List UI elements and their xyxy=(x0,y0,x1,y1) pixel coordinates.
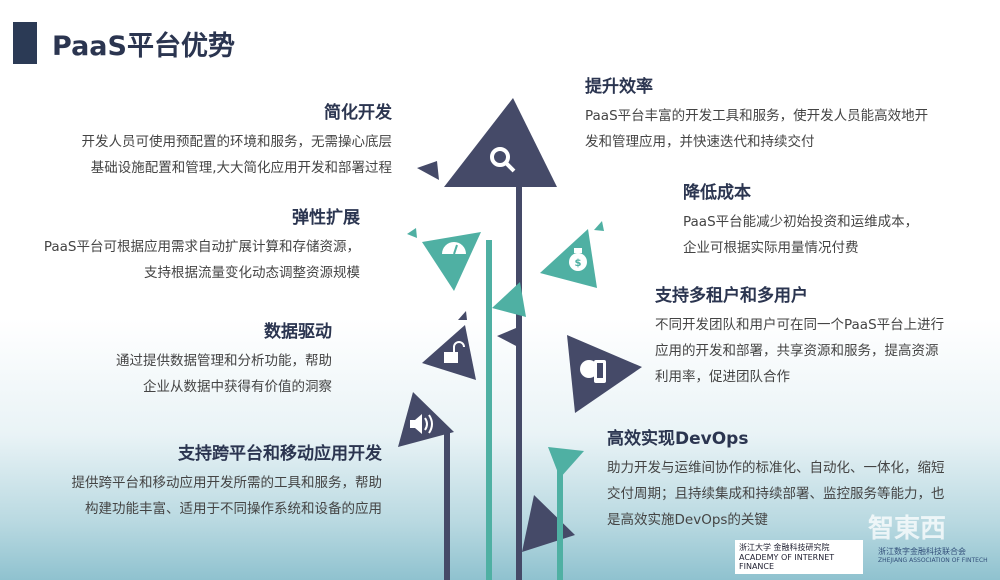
flag-money xyxy=(540,229,597,288)
speaker-icon xyxy=(410,414,433,434)
search-icon xyxy=(490,147,516,173)
benefit-simplify: 简化开发 开发人员可使用预配置的环境和服务，无需操心底层 基础设施配置和管理,大… xyxy=(82,98,393,181)
text: 交付周期；且持续集成和持续部署、监控服务等能力，也 xyxy=(607,486,945,502)
flag-search xyxy=(444,98,557,187)
flag-pole xyxy=(492,282,526,317)
benefit-elastic: 弹性扩展 PaaS平台可根据应用需求自动扩展计算和存储资源， 支持根据流量变化动… xyxy=(44,203,360,286)
pole xyxy=(557,470,563,580)
flag-bottom xyxy=(522,495,575,552)
gear-mobile-icon xyxy=(580,360,606,383)
flag-small xyxy=(594,221,604,231)
watermark: 智東西 xyxy=(868,514,947,544)
text: 不同开发团队和用户可在同一个PaaS平台上进行 xyxy=(655,317,945,333)
text: 是高效实施DevOps的关键 xyxy=(607,512,768,528)
text: 利用率，促进团队合作 xyxy=(655,369,790,385)
logo-text: 浙江数字金融科技联合会 xyxy=(878,547,966,556)
heading: 支持多租户和多用户 xyxy=(655,286,808,306)
flag-small xyxy=(497,328,518,347)
text: 企业可根据实际用量情况付费 xyxy=(683,240,859,256)
lock-open-icon xyxy=(444,341,465,363)
heading: 简化开发 xyxy=(324,103,392,123)
text: 支持根据流量变化动态调整资源规模 xyxy=(144,265,360,281)
text: 助力开发与运维间协作的标准化、自动化、一体化，缩短 xyxy=(607,460,945,476)
text: 开发人员可使用预配置的环境和服务，无需操心底层 xyxy=(81,134,393,150)
benefit-cost: 降低成本 PaaS平台能减少初始投资和运维成本， 企业可根据实际用量情况付费 xyxy=(683,178,918,261)
text: PaaS平台丰富的开发工具和服务，使开发人员能高效地开 xyxy=(585,108,929,124)
text: 基础设施配置和管理,大大简化应用开发和部署过程 xyxy=(90,160,392,176)
benefit-multitenant: 支持多租户和多用户 不同开发团队和用户可在同一个PaaS平台上进行 应用的开发和… xyxy=(655,281,944,390)
text: 企业从数据中获得有价值的洞察 xyxy=(143,379,332,395)
text: 通过提供数据管理和分析功能，帮助 xyxy=(116,353,332,369)
text: 应用的开发和部署，共享资源和服务，提高资源 xyxy=(655,343,939,359)
benefit-data: 数据驱动 通过提供数据管理和分析功能，帮助 企业从数据中获得有价值的洞察 xyxy=(116,317,332,400)
heading: 高效实现DevOps xyxy=(607,429,749,449)
money-bag-icon: $ xyxy=(569,248,587,271)
title-accent-bar xyxy=(13,22,37,64)
pole xyxy=(516,185,522,580)
zju-logo: 浙江大学 金融科技研究院 ACADEMY OF INTERNET FINANCE xyxy=(735,540,863,574)
benefit-crossplatform: 支持跨平台和移动应用开发 提供跨平台和移动应用开发所需的工具和服务，帮助 构建功… xyxy=(72,439,383,522)
heading: 支持跨平台和移动应用开发 xyxy=(178,444,382,464)
flag-small xyxy=(417,161,439,180)
text: 构建功能丰富、适用于不同操作系统和设备的应用 xyxy=(85,501,382,517)
flag-gauge xyxy=(422,232,481,291)
association-logo: 浙江数字金融科技联合会 ZHEJIANG ASSOCIATION OF FINT… xyxy=(878,546,988,564)
text: 提供跨平台和移动应用开发所需的工具和服务，帮助 xyxy=(71,475,383,491)
text: PaaS平台可根据应用需求自动扩展计算和存储资源， xyxy=(43,239,360,255)
logo-text: ACADEMY OF INTERNET FINANCE xyxy=(739,553,835,571)
benefit-efficiency: 提升效率 PaaS平台丰富的开发工具和服务，使开发人员能高效地开 发和管理应用，… xyxy=(585,72,928,155)
logo-text: 浙江大学 金融科技研究院 xyxy=(739,543,830,552)
flag-small-teal xyxy=(548,447,584,478)
heading: 弹性扩展 xyxy=(292,208,360,228)
page-title: PaaS平台优势 xyxy=(52,31,235,62)
text: 发和管理应用，并快速迭代和持续交付 xyxy=(585,134,815,150)
flag-small xyxy=(458,311,467,320)
pole xyxy=(486,240,492,580)
benefit-devops: 高效实现DevOps 助力开发与运维间协作的标准化、自动化、一体化，缩短 交付周… xyxy=(607,424,945,533)
gauge-icon xyxy=(442,242,466,255)
heading: 提升效率 xyxy=(585,77,653,97)
heading: 降低成本 xyxy=(683,183,751,203)
flag-small xyxy=(407,228,417,238)
text: PaaS平台能减少初始投资和运维成本， xyxy=(683,214,919,230)
logo-text: ZHEJIANG ASSOCIATION OF FINTECH xyxy=(878,557,988,564)
pole xyxy=(444,430,450,580)
svg-text:$: $ xyxy=(575,258,582,269)
heading: 数据驱动 xyxy=(264,322,332,342)
